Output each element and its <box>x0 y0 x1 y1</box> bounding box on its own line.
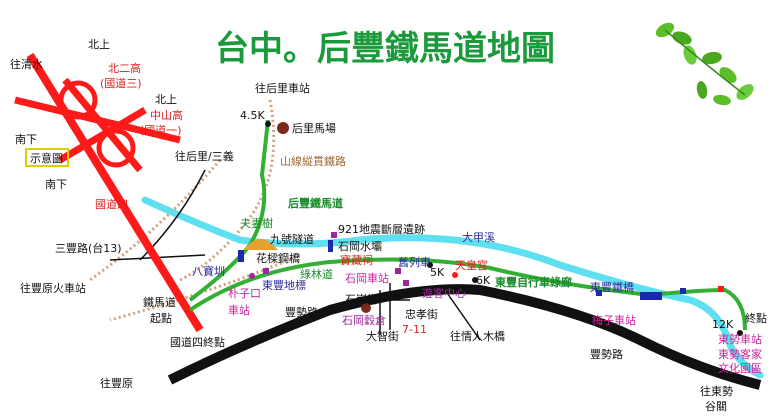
label-station-stop: 車站 <box>228 303 250 317</box>
dajia-river <box>141 196 764 379</box>
label-to-guguan: 谷關 <box>705 400 727 413</box>
label-to-fengyuan: 往豐原 <box>100 376 133 390</box>
label-km-12: 12K <box>712 318 734 331</box>
label-dongshi-hakka: 東勢客家 <box>718 347 762 361</box>
label-hakka-center: 遊客中心 <box>422 286 466 300</box>
label-houfeng-bikeway: 后豐鐵馬道 <box>288 196 343 210</box>
label-shigang-station: 石岡車站 <box>345 271 389 285</box>
label-north-2nd-hwy: 北二高 <box>108 61 141 75</box>
label-national-hwy-3: (國道三) <box>100 76 142 90</box>
label-sanfeng-road: 三豐路(台13) <box>55 241 122 255</box>
label-km-6: 6K <box>476 274 491 287</box>
label-fengshi-road-2: 豐勢路 <box>590 347 623 361</box>
label-shigang-st: 石崗街 <box>345 292 378 306</box>
label-fengshi-road-1: 豐勢路 <box>285 305 318 319</box>
label-old-train: 舊列車 <box>398 255 431 269</box>
label-end-point: 終點 <box>745 311 767 325</box>
highway-lines <box>14 52 204 333</box>
label-south-down-2: 南下 <box>45 178 67 191</box>
label-lvmu-road: 綠林道 <box>300 267 333 281</box>
label-seven-eleven: 7-11 <box>402 323 427 336</box>
label-dongfeng-bridge: 東豐鐵橋 <box>590 280 634 294</box>
label-bagua-zhen: 八寶圳 <box>192 264 225 278</box>
label-husband-wife-tree: 夫妻樹 <box>240 217 273 230</box>
label-zhongxiao-st: 忠孝街 <box>405 307 438 321</box>
tunnel-mound-icon <box>244 239 278 250</box>
label-zhongshan-hwy: 中山高 <box>150 108 183 122</box>
label-km-4-5: 4.5K <box>240 109 265 122</box>
label-south-down-1: 南下 <box>15 133 37 146</box>
label-dazhi-st: 大智街 <box>366 329 399 343</box>
label-huafan-bridge: 花樑鋼橋 <box>256 251 300 265</box>
leaf-decoration-icon <box>655 22 754 106</box>
label-start-point: 起點 <box>150 312 172 325</box>
label-shigang-valley: 石岡穀倉 <box>342 313 386 327</box>
road-lines <box>109 169 762 390</box>
label-to-houli-station: 往后里車站 <box>255 81 310 95</box>
label-site-921: 921地震斷層遺跡 <box>338 222 425 236</box>
label-culture-park: 文化園區 <box>718 361 762 375</box>
label-national-hwy-1: (國道一) <box>140 123 182 137</box>
label-national-road-4: 國道四 <box>95 197 128 211</box>
label-national-road-4-junction: 國道四終點 <box>170 335 225 349</box>
label-dajia-river: 大甲溪 <box>462 230 495 244</box>
label-to-lovers-bridge: 往情人木橋 <box>450 329 505 343</box>
label-to-houli-sanyi: 往后里/三義 <box>175 149 234 163</box>
label-dongfeng-bikeway: 東豐自行車綠廊 <box>495 275 572 289</box>
legend-label: 示意圖 <box>30 151 63 165</box>
label-dongshi-station: 東勢車站 <box>718 332 762 346</box>
legend-box <box>25 148 69 167</box>
label-tianhuang-temple: 天皇宮 <box>455 258 488 272</box>
label-puzikou: 朴子口 <box>228 286 261 300</box>
label-tunnel-9: 九號隧道 <box>270 232 314 246</box>
label-to-qingshui: 往清水 <box>10 57 43 71</box>
label-to-fengyuan-station: 往豐原火車站 <box>20 281 86 295</box>
label-meizi-station: 梅子車站 <box>592 313 636 327</box>
label-mountain-line: 山線縱貫鐵路 <box>280 154 346 168</box>
label-baozang-temple: 寶藏祠 <box>340 253 373 267</box>
railway-line <box>89 99 301 322</box>
page-title: 台中。后豐鐵馬道地圖 <box>215 29 555 69</box>
label-dongfeng-landmark: 東豐地標 <box>262 278 306 292</box>
label-north-up-2: 北上 <box>155 93 177 106</box>
map-markers <box>238 121 743 336</box>
label-houli-horse-farm: 后里馬場 <box>292 122 336 135</box>
label-km-5: 5K <box>430 266 445 279</box>
label-to-dongshi: 往東勢 <box>700 384 733 398</box>
label-bikeway-start: 鐵馬道 <box>143 295 176 309</box>
label-north-up-1: 北上 <box>88 38 110 51</box>
label-shigang-dam: 石岡水壩 <box>338 240 382 253</box>
